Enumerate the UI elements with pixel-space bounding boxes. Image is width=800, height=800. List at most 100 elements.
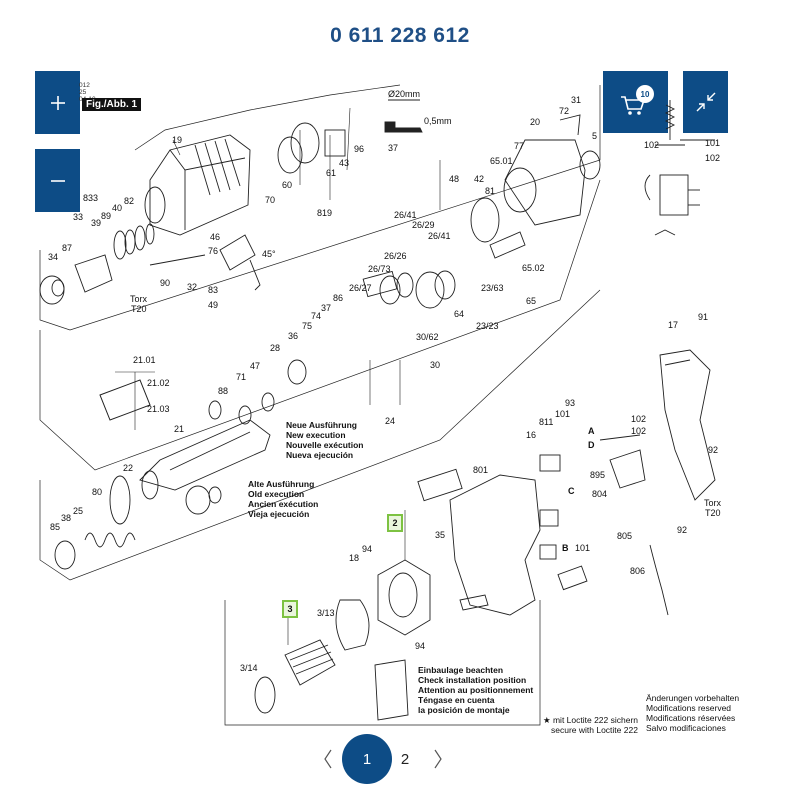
part-label: 24 bbox=[385, 416, 396, 426]
part-label: 0,5mm bbox=[424, 116, 452, 126]
part-label: 86 bbox=[333, 293, 344, 303]
zoom-out-button[interactable] bbox=[35, 149, 80, 212]
part-label: 21 bbox=[174, 424, 185, 434]
part-label: 26/41 bbox=[394, 210, 417, 220]
part-label: 94 bbox=[415, 641, 426, 651]
page-2-button[interactable]: 2 bbox=[400, 750, 410, 768]
note-line: Einbaulage beachten bbox=[418, 665, 504, 675]
part-label: 30/62 bbox=[416, 332, 439, 342]
part-label: 819 bbox=[317, 208, 333, 218]
connector-label: B bbox=[562, 543, 569, 553]
part-label: 25 bbox=[73, 506, 84, 516]
part-label: 93 bbox=[565, 398, 576, 408]
part-label: 74 bbox=[311, 311, 322, 321]
connector-label: A bbox=[588, 426, 595, 436]
part-label: 26/41 bbox=[428, 231, 451, 241]
part-label: 26/27 bbox=[349, 283, 372, 293]
part-label: 42 bbox=[474, 174, 485, 184]
note-line: Old execution bbox=[248, 489, 305, 499]
part-label: 38 bbox=[61, 513, 72, 523]
part-label: 102 bbox=[631, 426, 647, 436]
loctite-note: ★ mit Loctite 222 sichern secure with Lo… bbox=[543, 715, 638, 735]
part-label: Ø20mm bbox=[388, 89, 421, 99]
part-label: 48 bbox=[449, 174, 460, 184]
prev-page-button[interactable] bbox=[318, 744, 338, 774]
part-label: 77 bbox=[514, 141, 525, 151]
highlighted-part-label[interactable]: 3 bbox=[282, 600, 298, 618]
part-label: 804 bbox=[592, 489, 608, 499]
part-label: 64 bbox=[454, 309, 465, 319]
note-line: Check installation position bbox=[418, 675, 527, 685]
part-label: 49 bbox=[208, 300, 219, 310]
chevron-right-icon bbox=[434, 749, 442, 769]
zoom-in-button[interactable] bbox=[35, 71, 80, 134]
part-label: 83 bbox=[208, 285, 219, 295]
installation-position-note: Einbaulage beachten Check installation p… bbox=[418, 665, 533, 715]
note-line: Nouvelle exécution bbox=[286, 440, 364, 450]
part-label: 22 bbox=[123, 463, 134, 473]
note-line: Modifications reserved bbox=[646, 703, 732, 713]
connector-label: C bbox=[568, 486, 575, 496]
collapse-arrows-icon bbox=[696, 92, 715, 112]
current-page-button[interactable]: 1 bbox=[342, 734, 392, 784]
note-line: New execution bbox=[286, 430, 346, 440]
highlighted-part-label[interactable]: 2 bbox=[387, 514, 403, 532]
note-line: Attention au positionnement bbox=[418, 685, 534, 695]
part-label: 5 bbox=[592, 131, 598, 141]
part-label: 3/14 bbox=[240, 663, 258, 673]
part-label: 811 bbox=[539, 417, 554, 427]
doc-ref: 012 bbox=[79, 82, 90, 89]
part-label: 90 bbox=[160, 278, 171, 288]
part-label: 26/73 bbox=[368, 264, 391, 274]
plus-icon bbox=[50, 95, 65, 110]
part-label: 102 bbox=[705, 153, 721, 163]
part-label: 65 bbox=[526, 296, 537, 306]
new-execution-note: Neue Ausführung New execution Nouvelle e… bbox=[286, 420, 363, 460]
chevron-left-icon bbox=[324, 749, 332, 769]
cart-count-badge: 10 bbox=[636, 85, 654, 103]
pagination: 1 2 bbox=[0, 734, 800, 784]
part-label: 32 bbox=[187, 282, 198, 292]
part-label: 20 bbox=[530, 117, 541, 127]
part-label: 805 bbox=[617, 531, 633, 541]
part-label: Torx bbox=[704, 498, 722, 508]
part-label: 60 bbox=[282, 180, 293, 190]
part-label: 101 bbox=[575, 543, 591, 553]
part-label: 101 bbox=[555, 409, 571, 419]
figure-label: Fig./Abb. 1 bbox=[82, 98, 142, 111]
part-label: T20 bbox=[131, 304, 147, 314]
part-label: 70 bbox=[265, 195, 276, 205]
part-label: 806 bbox=[630, 566, 646, 576]
part-label: 3/13 bbox=[317, 608, 335, 618]
part-label: 21.02 bbox=[147, 378, 170, 388]
note-line: Änderungen vorbehalten bbox=[646, 693, 740, 703]
note-line: Alte Ausführung bbox=[248, 479, 315, 489]
part-label: 26/26 bbox=[384, 251, 407, 261]
old-execution-note: Alte Ausführung Old execution Ancien exé… bbox=[248, 479, 318, 519]
part-label: 72 bbox=[559, 106, 570, 116]
part-label: 75 bbox=[302, 321, 313, 331]
connector-label: D bbox=[588, 440, 595, 450]
part-label: 102 bbox=[631, 414, 647, 424]
part-label: 33 bbox=[73, 212, 84, 222]
part-label: 34 bbox=[48, 252, 59, 262]
part-label: 87 bbox=[62, 243, 73, 253]
cart-button[interactable] bbox=[603, 71, 668, 133]
part-label: 39 bbox=[91, 218, 102, 228]
doc-ref: 25 bbox=[79, 89, 87, 96]
part-label: 21.03 bbox=[147, 404, 170, 414]
part-label: 18 bbox=[349, 553, 360, 563]
part-label: 16 bbox=[526, 430, 537, 440]
part-label: 88 bbox=[218, 386, 229, 396]
note-line: Téngase en cuenta bbox=[418, 695, 495, 705]
collapse-button[interactable] bbox=[683, 71, 728, 133]
part-label: 43 bbox=[339, 158, 350, 168]
part-label: 94 bbox=[362, 544, 373, 554]
part-label: 19 bbox=[172, 135, 183, 145]
minus-icon bbox=[50, 179, 65, 182]
next-page-button[interactable] bbox=[428, 744, 448, 774]
part-label: 81 bbox=[485, 186, 496, 196]
note-line: Neue Ausführung bbox=[286, 420, 357, 430]
page-title: 0 611 228 612 bbox=[330, 24, 470, 47]
